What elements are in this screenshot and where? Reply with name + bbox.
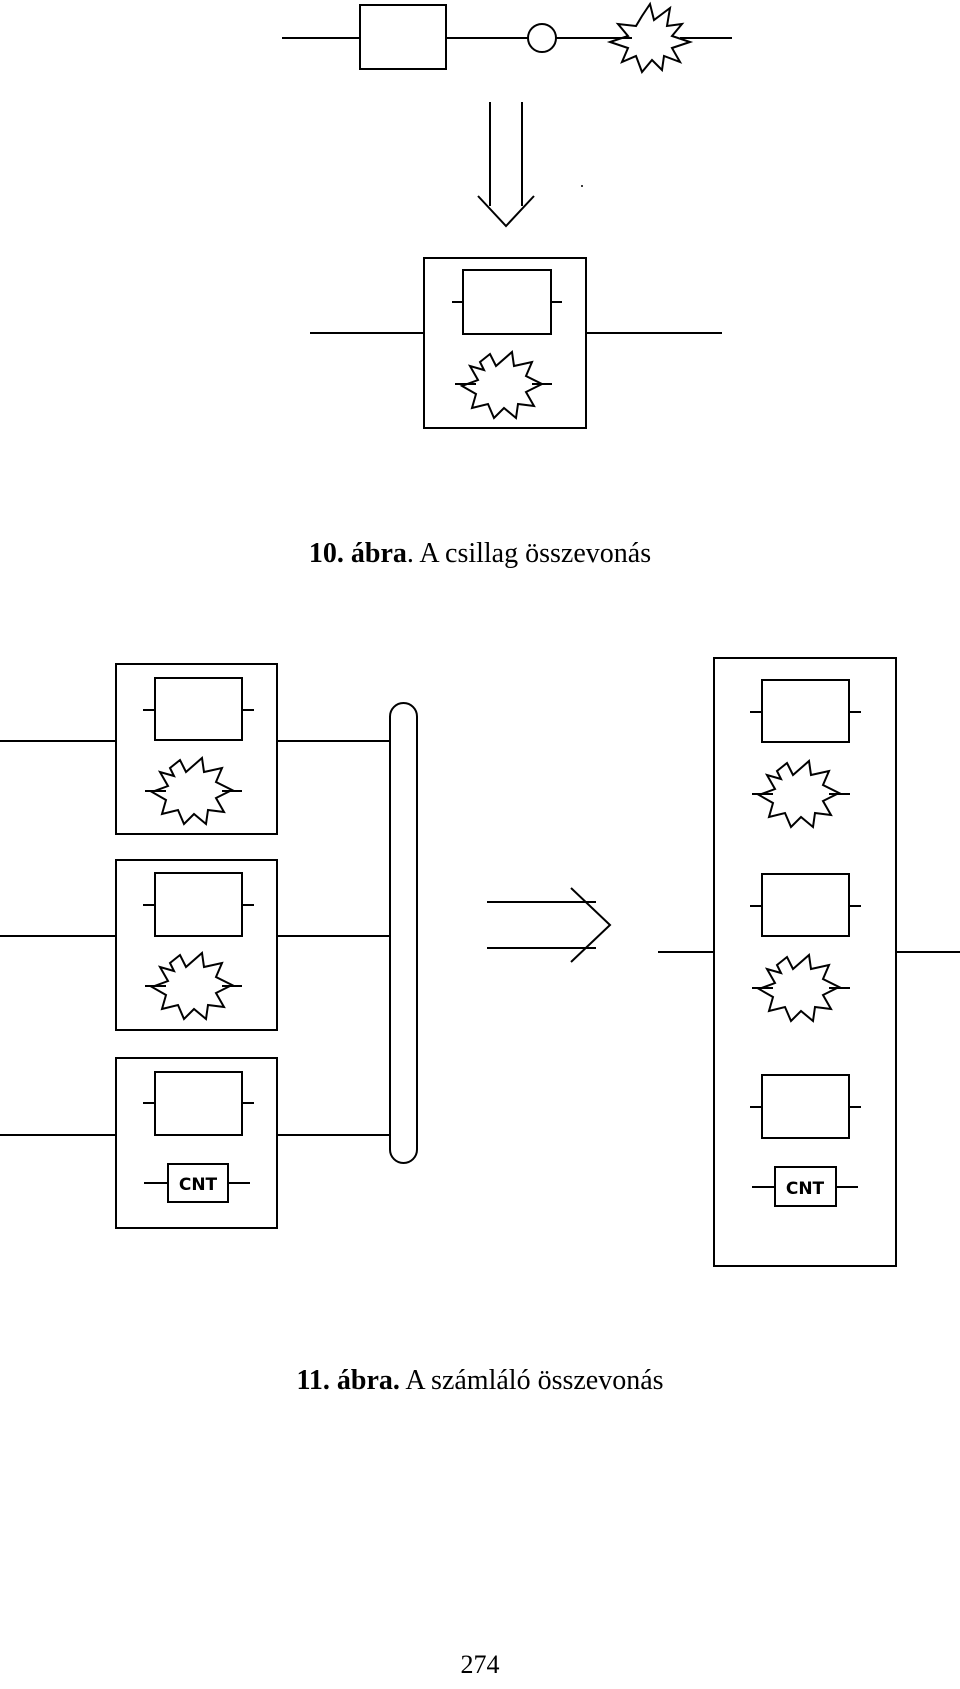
counter-label: CNT [786, 1179, 825, 1199]
figure10-caption: 10. ábra. A csillag összevonás [0, 538, 960, 570]
star-symbol [149, 756, 235, 826]
function-block [761, 873, 850, 937]
star-symbol [756, 759, 842, 829]
figure11-caption-text: A számláló összevonás [399, 1365, 664, 1396]
merge-bus-bar [389, 702, 418, 1164]
figure11-merged-block: CNT [658, 657, 960, 1267]
page-number: 274 [460, 1650, 500, 1679]
figure10-before-chain [282, 1, 732, 74]
function-block [359, 4, 447, 70]
star-symbol [606, 1, 694, 74]
merge-arrow-right [487, 887, 612, 963]
function-block [761, 1074, 850, 1139]
star-symbol [149, 951, 235, 1021]
figure10-caption-number: 10. ábra [308, 538, 407, 569]
function-block [761, 679, 850, 743]
function-block [462, 269, 552, 335]
function-block [154, 1071, 243, 1136]
figure11-block-1 [0, 663, 390, 835]
figure11-block-2 [0, 859, 390, 1031]
function-block [154, 872, 243, 937]
figure11-caption-number: 11. ábra. [296, 1365, 400, 1396]
counter-box [167, 1163, 229, 1203]
star-symbol [459, 350, 545, 420]
figure11-caption: 11. ábra. A számláló összevonás [0, 1365, 960, 1397]
figure11-block-3: CNT [0, 1057, 390, 1229]
counter-box [774, 1166, 837, 1207]
merged-container [423, 257, 587, 429]
merge-arrow-down [477, 102, 583, 228]
connector-node [527, 23, 557, 53]
merged-container [713, 657, 897, 1267]
figure10-caption-text: . A csillag összevonás [406, 538, 652, 569]
counter-label: CNT [179, 1175, 218, 1195]
star-symbol [756, 953, 842, 1023]
merged-container [115, 859, 278, 1031]
merged-container [115, 663, 278, 835]
figure10-merged-block [310, 257, 722, 429]
function-block [154, 677, 243, 741]
merged-container [115, 1057, 278, 1229]
